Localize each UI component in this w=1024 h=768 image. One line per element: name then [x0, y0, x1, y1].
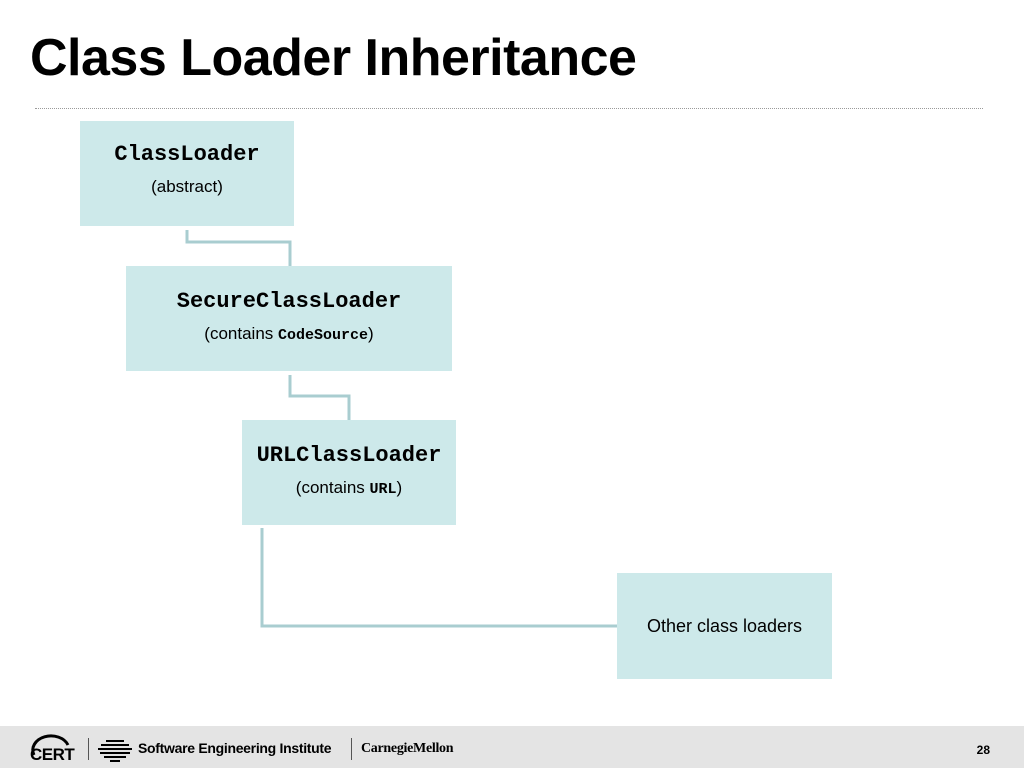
cert-logo-text: CERT — [30, 745, 75, 764]
page-number: 28 — [976, 743, 990, 757]
footer-separator — [351, 738, 352, 760]
slide-title: Class Loader Inheritance — [30, 29, 637, 87]
title-divider — [35, 108, 983, 109]
node-name: URLClassLoader — [256, 443, 442, 468]
connector-classloader-secure — [185, 230, 292, 266]
note-code: URL — [369, 481, 397, 498]
footer-separator — [88, 738, 89, 760]
sei-wordmark: Software Engineering Institute — [138, 740, 332, 756]
node-secureclassloader: SecureClassLoader (contains CodeSource) — [126, 266, 452, 371]
node-classloader: ClassLoader (abstract) — [80, 121, 294, 226]
node-note: (contains URL) — [296, 478, 402, 498]
node-name: ClassLoader — [114, 142, 260, 167]
sei-globe-icon — [98, 740, 132, 762]
note-prefix: (contains — [204, 324, 278, 343]
note-code: CodeSource — [278, 327, 369, 344]
note-suffix: ) — [368, 324, 374, 343]
cert-logo-icon — [31, 734, 70, 756]
node-note: (abstract) — [151, 177, 223, 196]
connector-url-other — [260, 528, 617, 628]
node-urlclassloader: URLClassLoader (contains URL) — [242, 420, 456, 525]
connector-secure-url — [288, 375, 351, 420]
cmu-wordmark: CarnegieMellon — [361, 741, 454, 756]
node-other-class-loaders: Other class loaders — [617, 573, 832, 679]
note-prefix: (contains — [295, 478, 370, 497]
node-note: (contains CodeSource) — [204, 324, 373, 344]
node-name: SecureClassLoader — [176, 289, 402, 314]
node-name: Other class loaders — [646, 615, 803, 636]
footer-bar — [0, 726, 1024, 768]
note-suffix: ) — [396, 478, 403, 497]
